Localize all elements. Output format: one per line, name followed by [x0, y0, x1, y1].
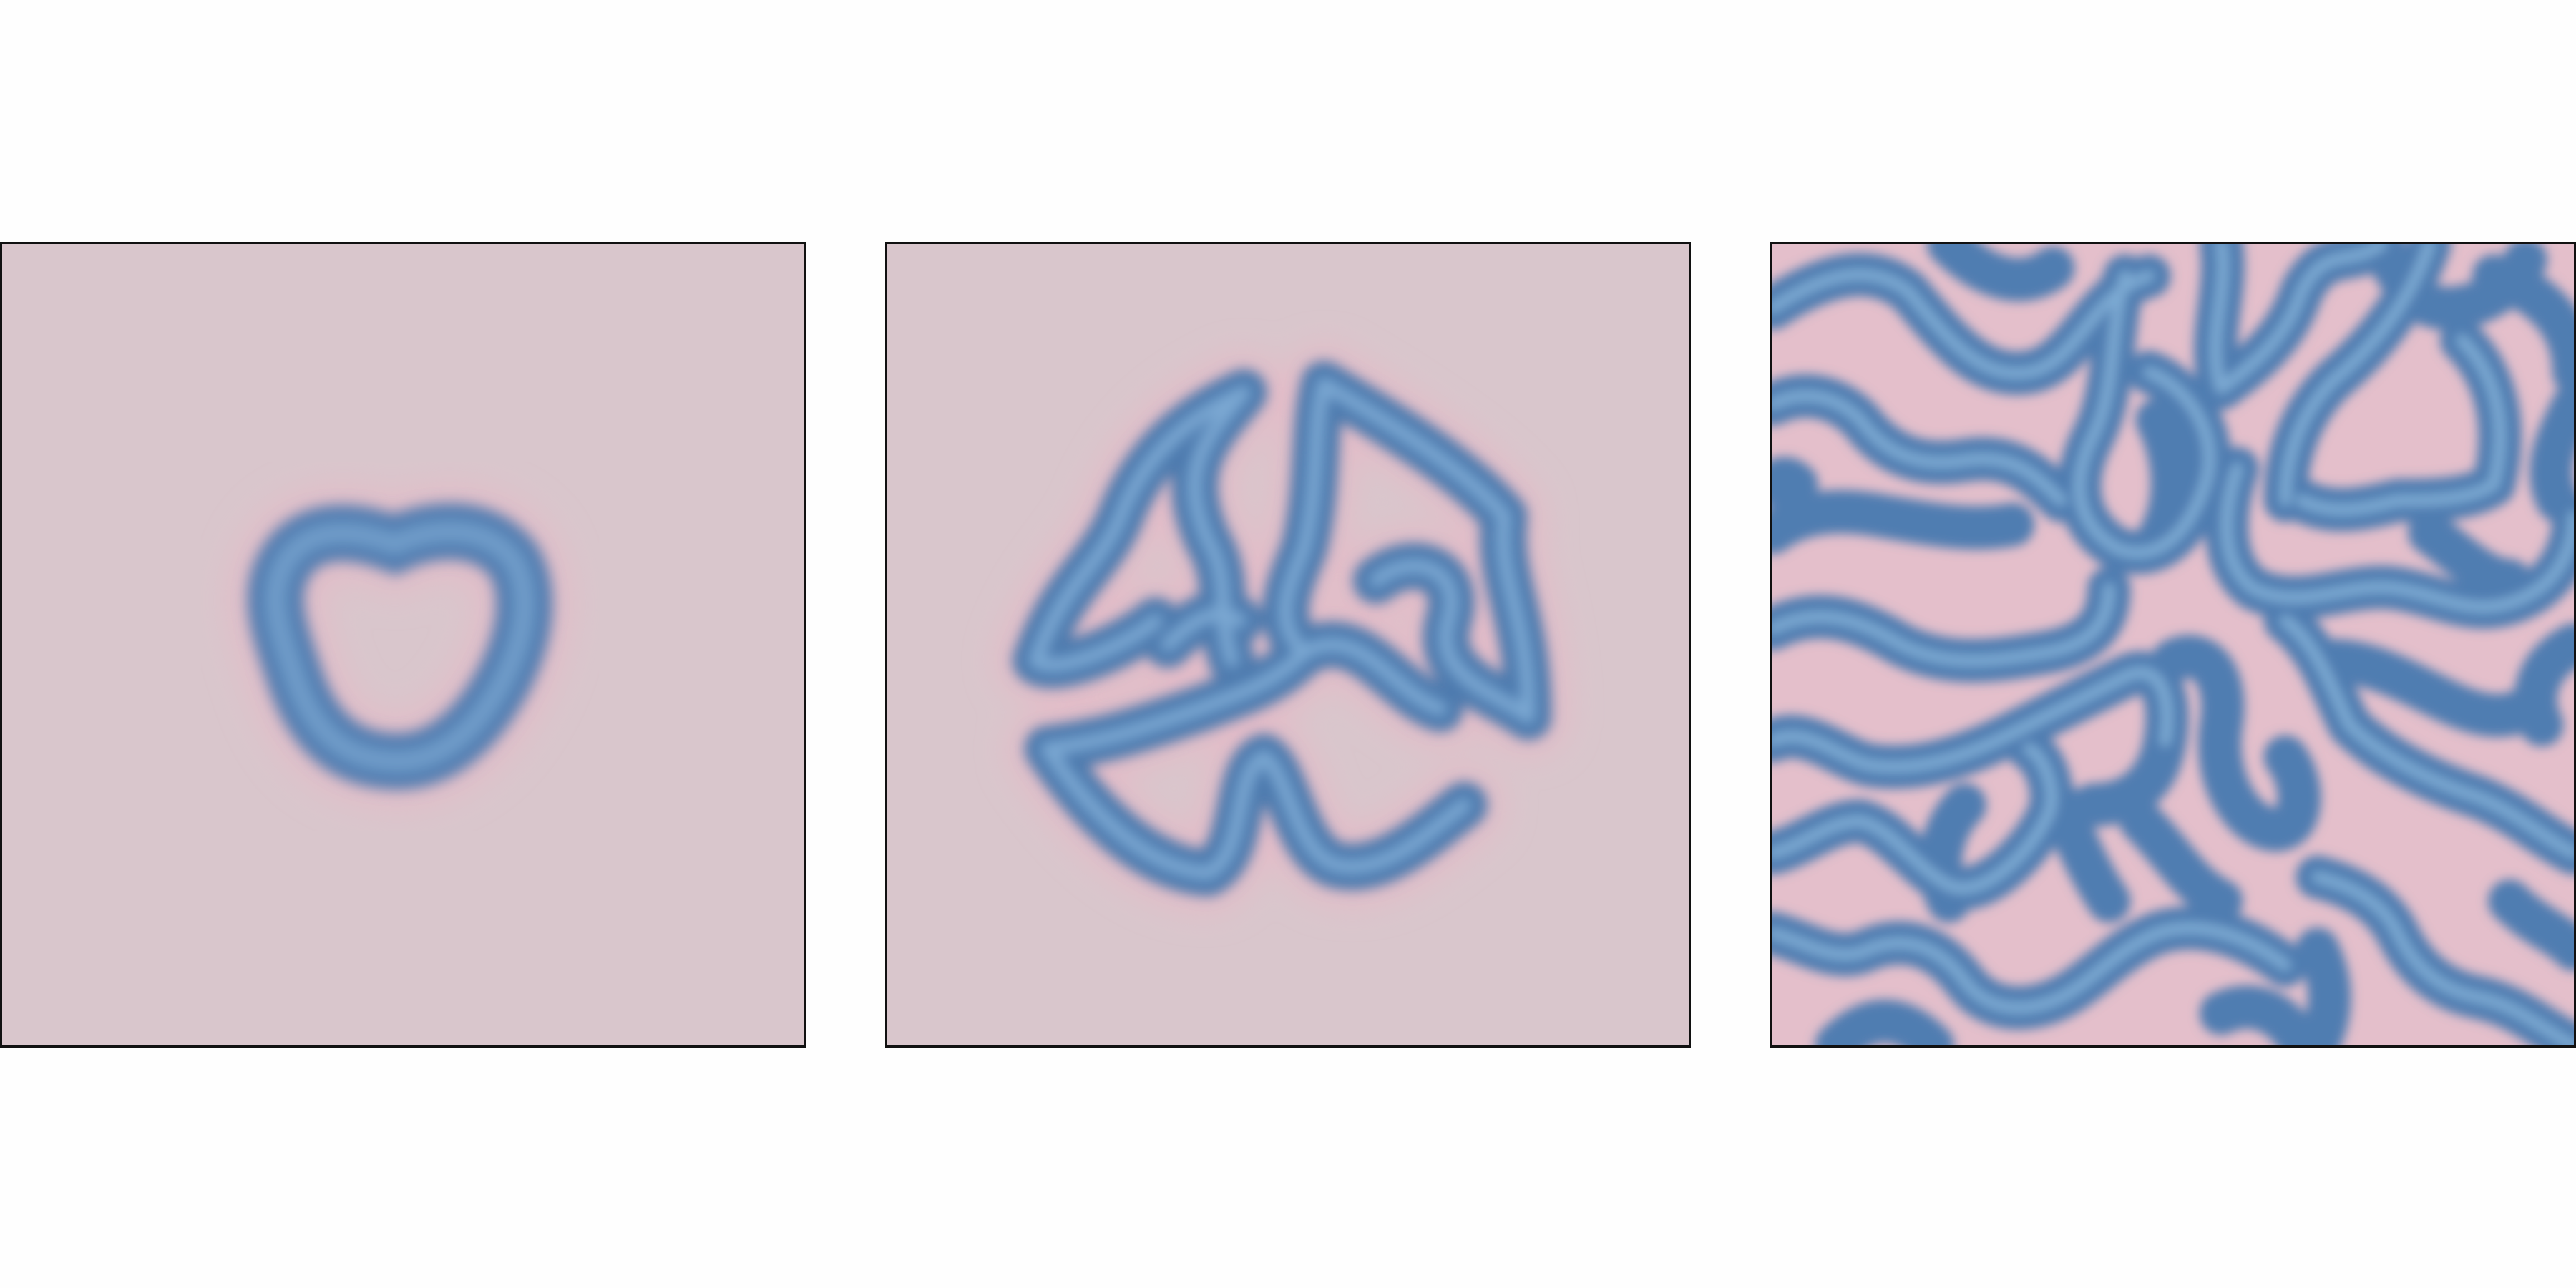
pattern-panel-2	[885, 242, 1691, 1048]
pattern-panel-3	[1770, 242, 2576, 1048]
pattern-image-3	[1772, 244, 2574, 1045]
pattern-image-1	[2, 244, 804, 1045]
pattern-image-2	[887, 244, 1689, 1045]
pattern-panel-1	[0, 242, 806, 1048]
